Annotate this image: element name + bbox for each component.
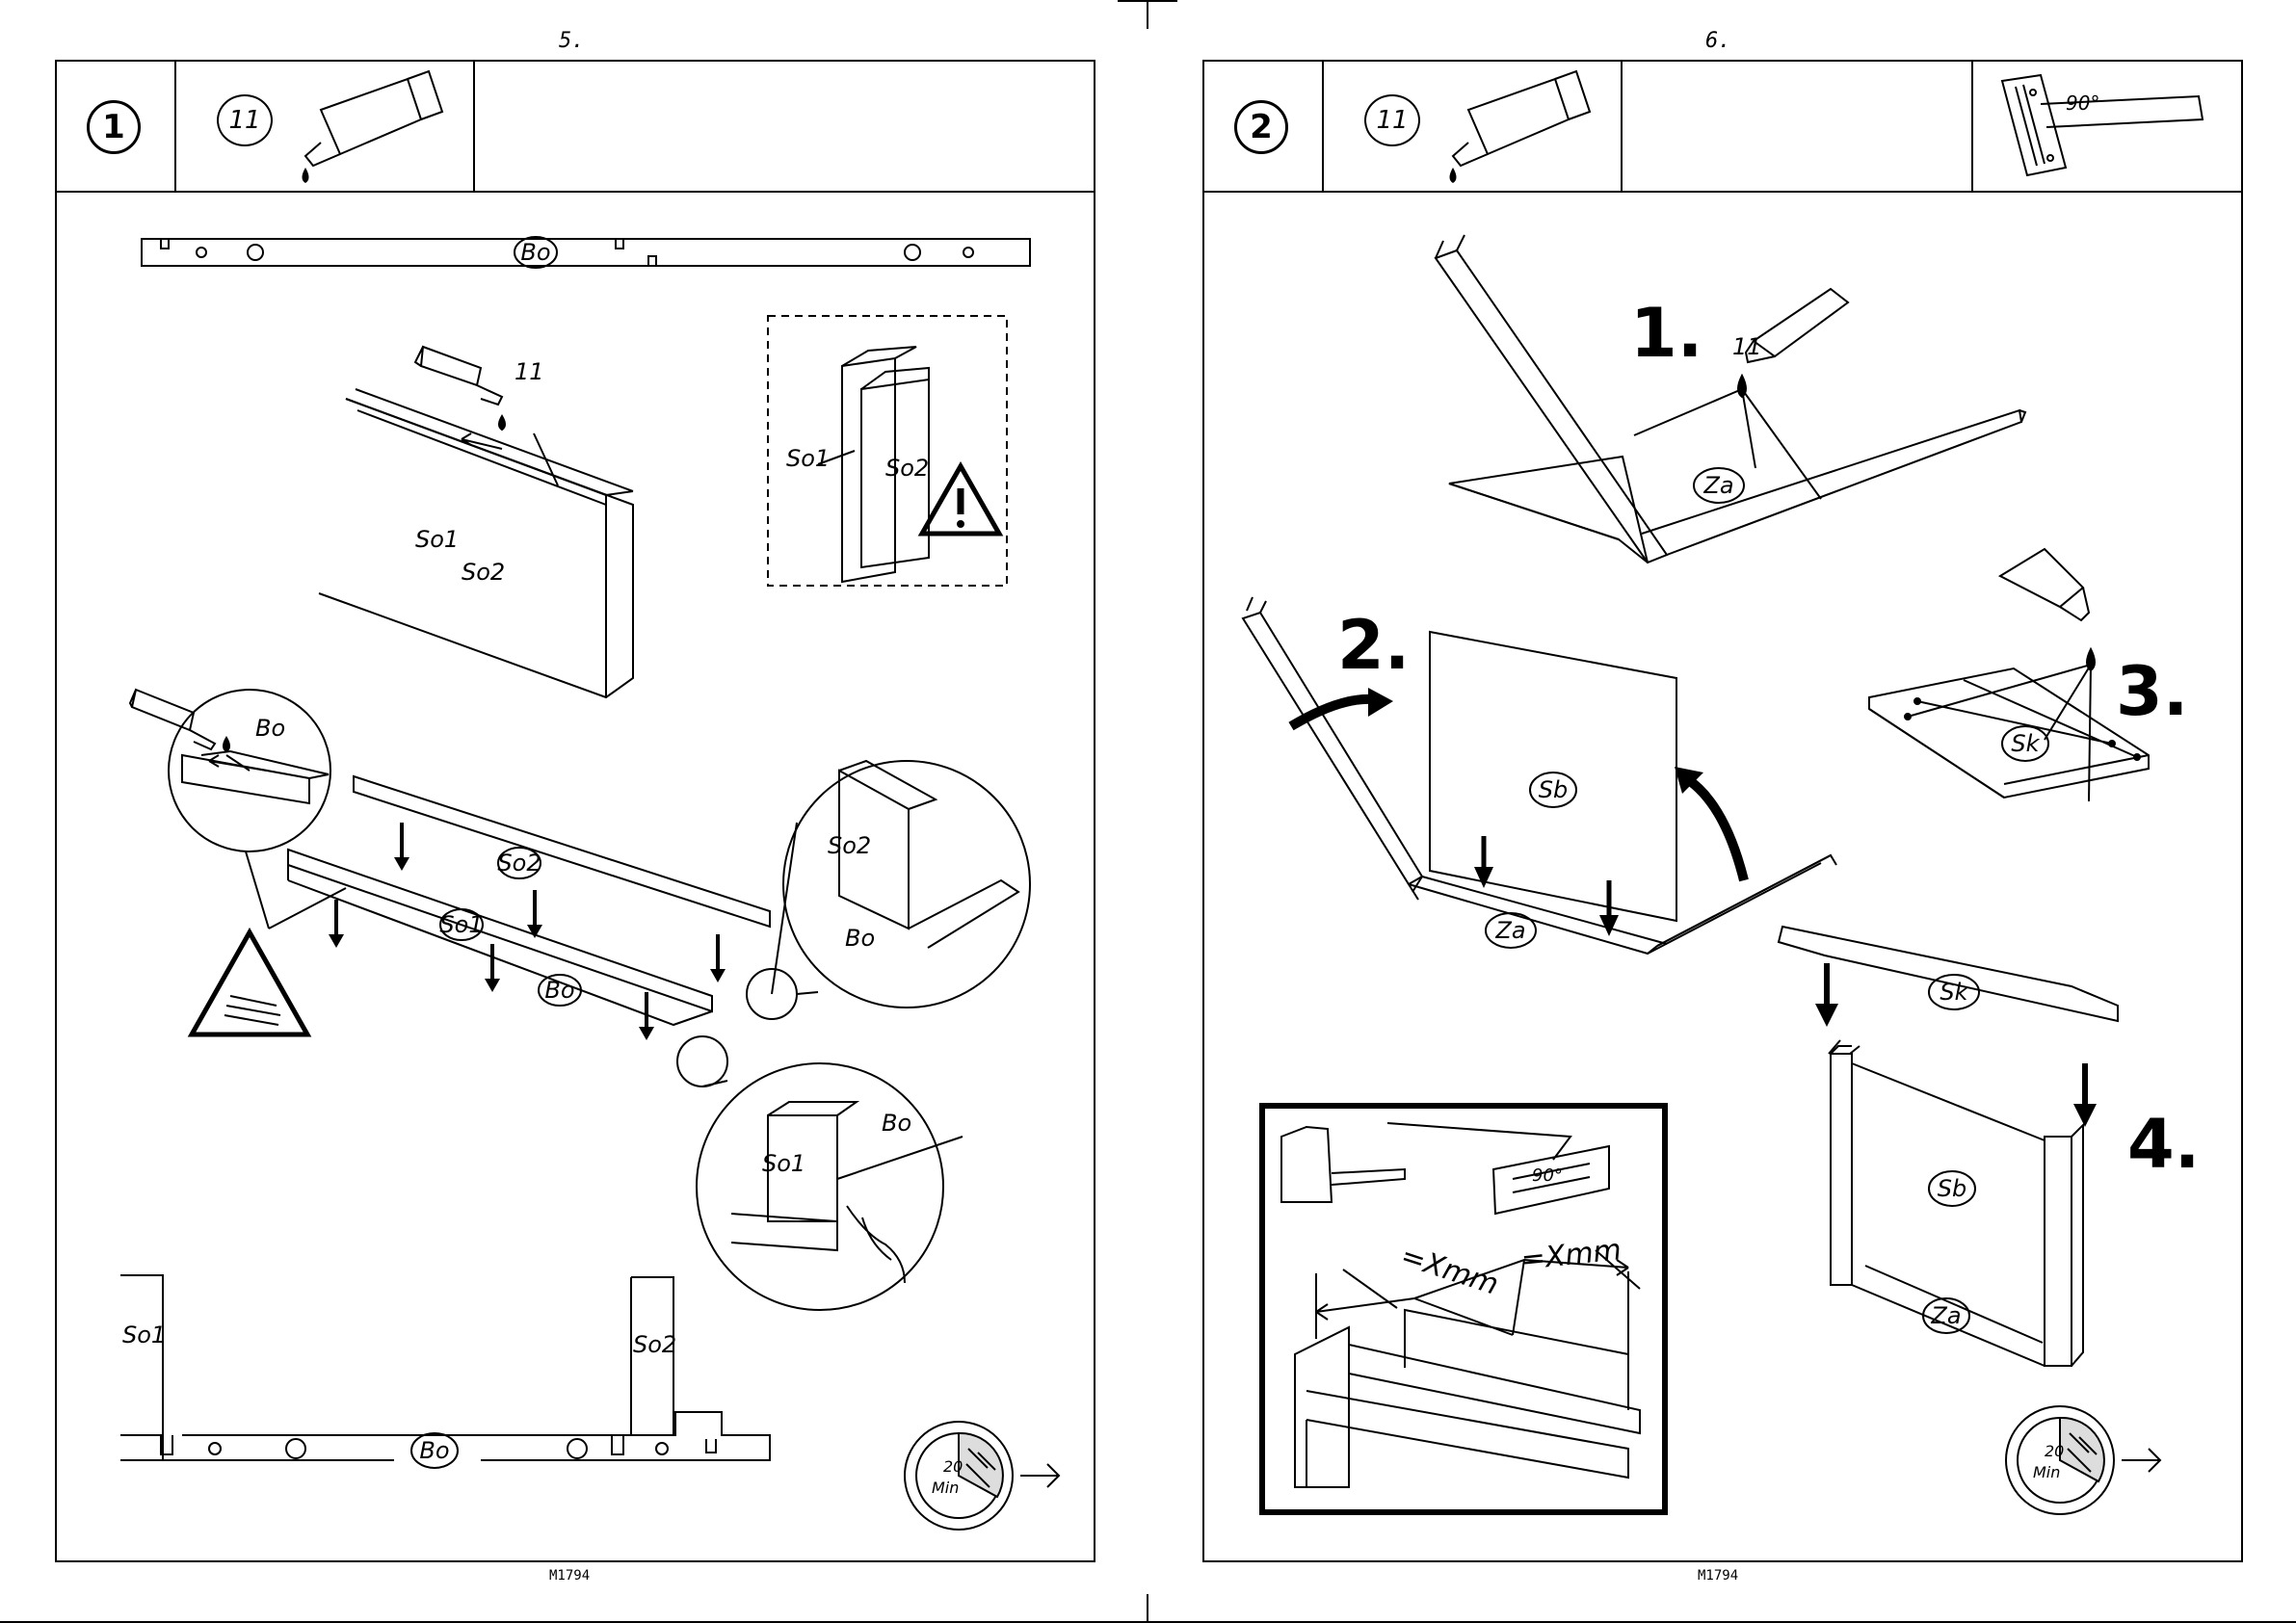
label-glue-11: 11 xyxy=(515,358,544,385)
document-code: M1794 xyxy=(549,1568,590,1584)
substep-1: 1. xyxy=(1630,294,1702,373)
label-so1: So1 xyxy=(415,526,459,553)
zoom-label-bo-2: Bo xyxy=(882,1110,911,1137)
step-panel-1: 1 11 xyxy=(55,60,1095,1562)
label-so2: So2 xyxy=(462,559,505,586)
step-2-illustration: 1. 2. 3. 4. 11 Za Sb Za Sk Sk Sb Za =Xmm… xyxy=(1204,62,2245,1564)
step-1-illustration: Bo 11 So1 So2 So1 So2 Bo So2 So1 Bo So2 … xyxy=(57,62,1097,1564)
timer-value: 20 xyxy=(2045,1442,2064,1460)
inset-angle-label: 90° xyxy=(1532,1165,1563,1186)
measure-label-a: =Xmm xyxy=(1397,1239,1503,1301)
crop-mark xyxy=(1118,0,1177,2)
substep-2: 2. xyxy=(1337,606,1410,685)
label-sk-4: Sk xyxy=(1940,979,1968,1006)
label-glue-11: 11 xyxy=(1732,333,1762,360)
step-panel-2: 2 11 90° xyxy=(1202,60,2243,1562)
zoom-label-bo: Bo xyxy=(255,715,285,742)
timer-value: 20 xyxy=(943,1457,963,1476)
document-code: M1794 xyxy=(1698,1568,1738,1584)
page-number: 6. xyxy=(1705,29,1731,53)
zoom-label-so1: So1 xyxy=(762,1150,805,1177)
label-za-2: Za xyxy=(1494,917,1525,944)
profile-label-so1: So1 xyxy=(122,1322,166,1348)
profile-label-bo: Bo xyxy=(419,1437,449,1464)
timer-unit: Min xyxy=(932,1479,959,1497)
detail-label-so1: So1 xyxy=(786,445,830,472)
label-za-1: Za xyxy=(1702,472,1733,499)
timer-unit: Min xyxy=(2033,1463,2060,1481)
label-sb-2: Sb xyxy=(1539,776,1568,803)
detail-label-so2: So2 xyxy=(885,455,929,482)
zoom-label-bo-1: Bo xyxy=(845,925,875,952)
label-sk-3: Sk xyxy=(2011,730,2040,757)
measure-label-b: =Xmm xyxy=(1519,1233,1623,1277)
page-number: 5. xyxy=(559,29,585,53)
crop-mark xyxy=(1147,0,1148,29)
rail-label-so2: So2 xyxy=(497,850,541,877)
substep-3: 3. xyxy=(2116,652,2188,731)
label-za-4: Za xyxy=(1930,1302,1961,1329)
zoom-label-so2: So2 xyxy=(828,832,871,859)
profile-label-so2: So2 xyxy=(633,1331,676,1358)
crop-mark xyxy=(1147,1594,1148,1623)
label-bo: Bo xyxy=(520,239,550,266)
rail-label-bo: Bo xyxy=(544,977,574,1004)
rail-label-so1: So1 xyxy=(439,911,483,938)
substep-4: 4. xyxy=(2127,1105,2200,1184)
label-sb-4: Sb xyxy=(1938,1175,1966,1202)
